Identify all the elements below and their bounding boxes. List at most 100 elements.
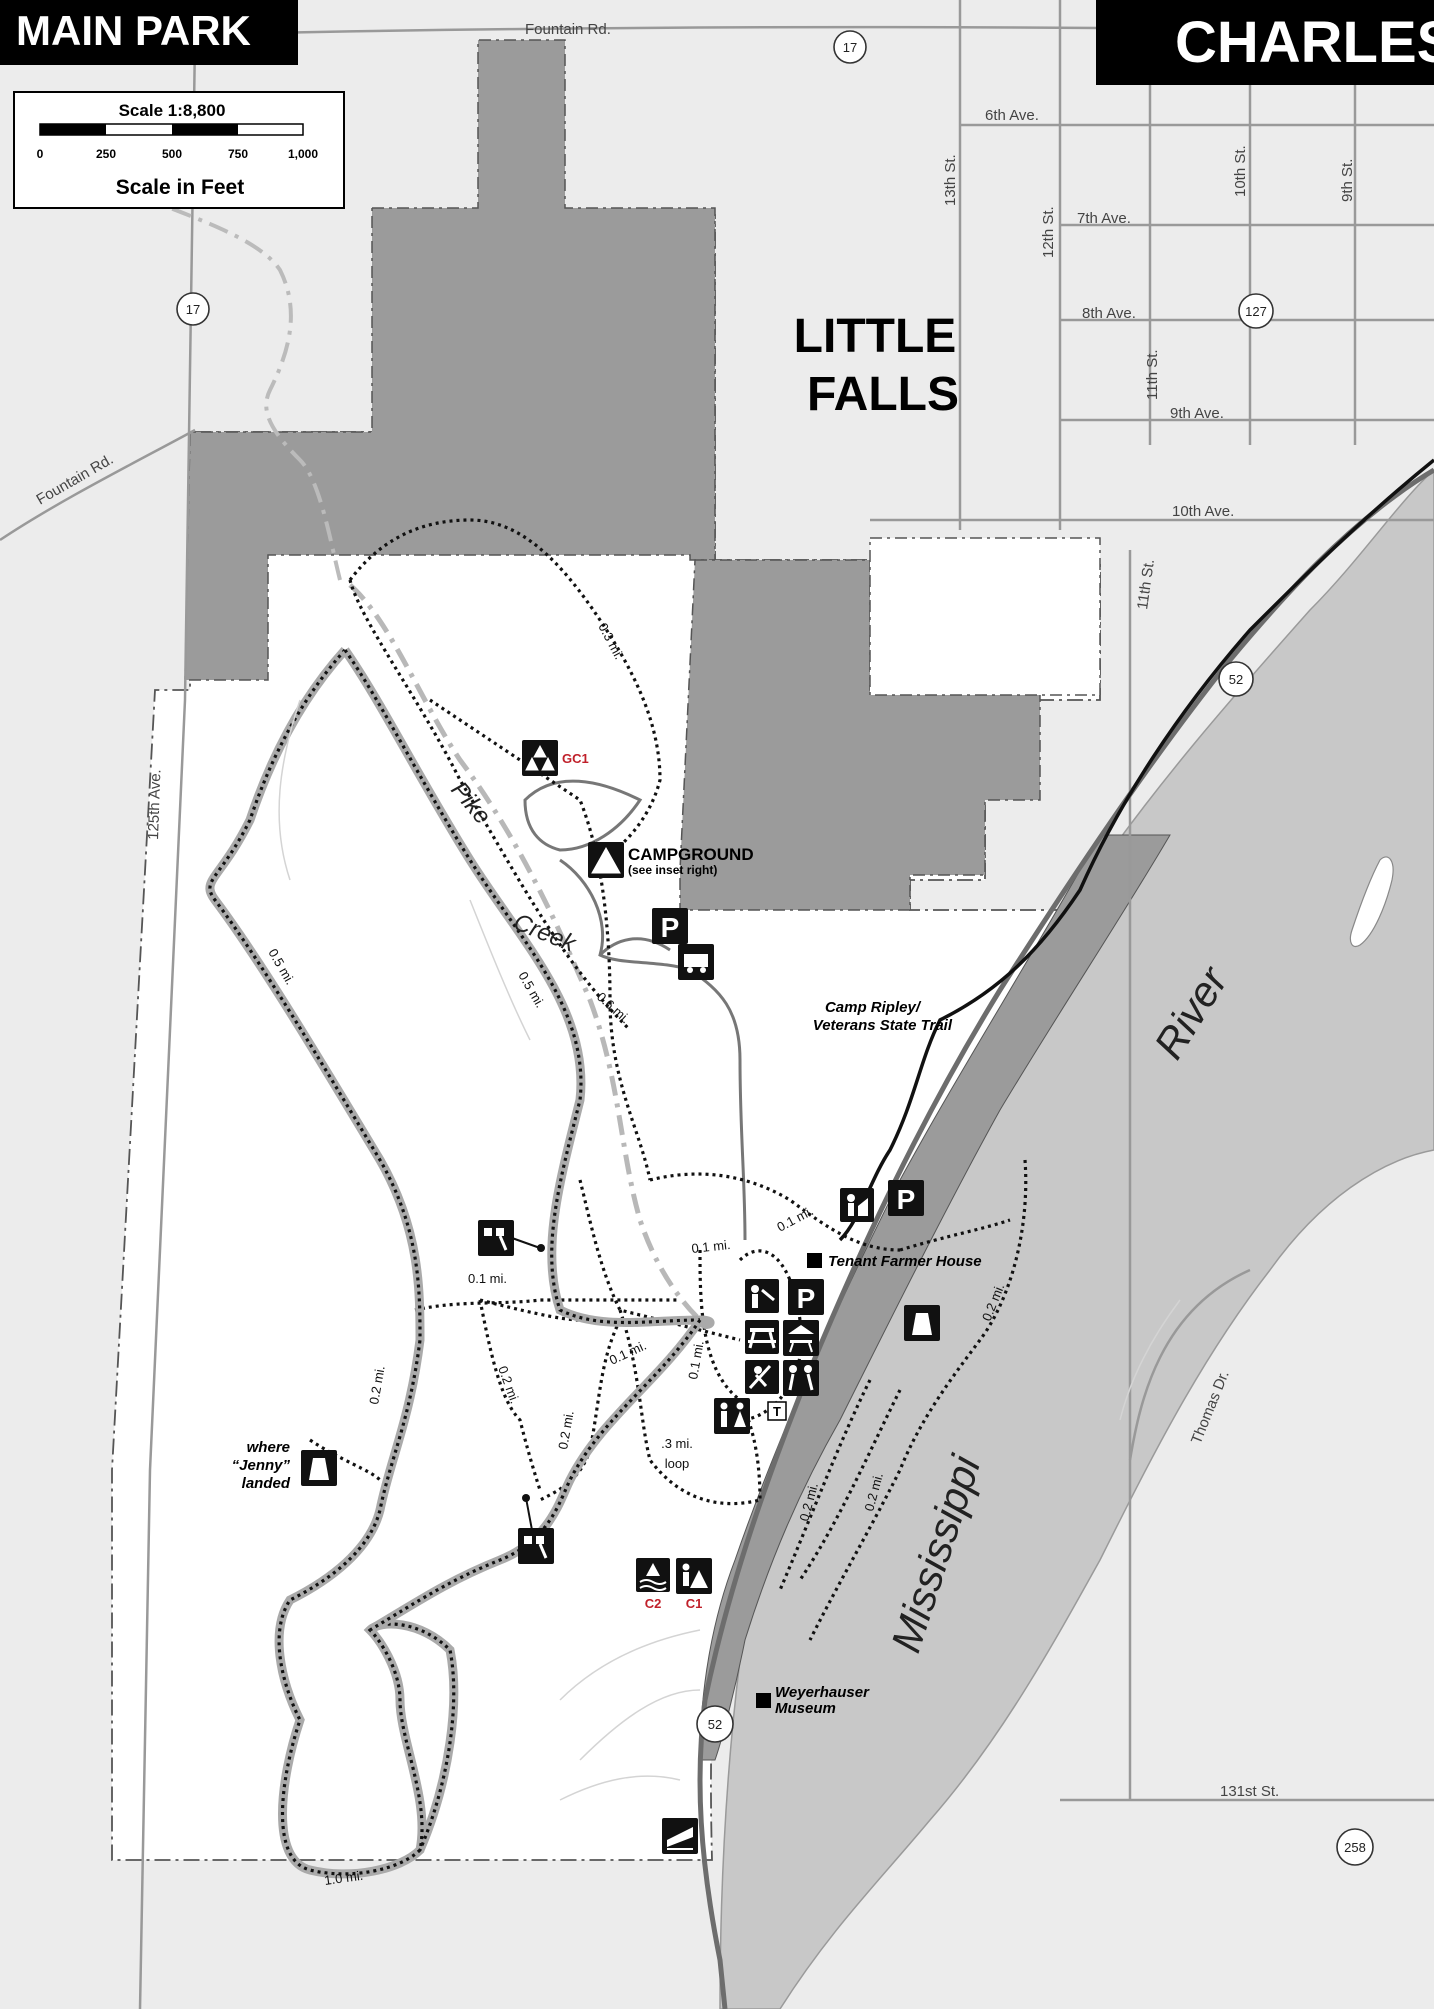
jenny-label-3: landed xyxy=(242,1475,291,1492)
scale-units: Scale in Feet xyxy=(116,176,244,199)
parking-icon: P xyxy=(652,908,688,944)
jenny-label-1: where xyxy=(247,1439,290,1456)
town-name-line1: LITTLE xyxy=(794,310,957,363)
museum-marker xyxy=(756,1693,771,1708)
street-fountain-top: Fountain Rd. xyxy=(525,21,611,38)
museum-label-1: Weyerhauser xyxy=(775,1684,870,1701)
street-6th-ave: 6th Ave. xyxy=(985,107,1039,124)
jenny-label-2: “Jenny” xyxy=(232,1457,291,1474)
street-8th-ave: 8th Ave. xyxy=(1082,305,1136,322)
interpretive-icon xyxy=(745,1279,779,1313)
svg-text:P: P xyxy=(661,912,680,943)
svg-text:52: 52 xyxy=(708,1717,722,1732)
campground-icon xyxy=(588,842,624,878)
trail-distance-12: 0.2 mi. xyxy=(555,1409,577,1450)
scale-tick-1: 250 xyxy=(96,147,116,161)
picnic-shelter-icon xyxy=(783,1320,819,1356)
highway-shield-52-top: 52 xyxy=(1218,661,1254,697)
trail-distance-8: 0.2 mi. xyxy=(366,1364,388,1405)
trail-distance-16: 1.0 mi. xyxy=(323,1868,364,1888)
street-9th-st: 9th St. xyxy=(1339,159,1356,202)
svg-text:P: P xyxy=(797,1283,816,1314)
overlook-icon xyxy=(478,1220,514,1256)
svg-text:258: 258 xyxy=(1344,1840,1366,1855)
historic-site-icon xyxy=(840,1188,874,1222)
highway-shield-17-left: 17 xyxy=(176,292,210,326)
campground-label: CAMPGROUND xyxy=(628,845,754,864)
street-10th-st: 10th St. xyxy=(1232,145,1249,197)
highway-shield-127: 127 xyxy=(1238,293,1274,329)
canoe-camp-icon xyxy=(636,1558,670,1592)
pike-creek xyxy=(348,583,702,1322)
parcel-cutout xyxy=(869,537,1101,696)
monument-icon xyxy=(301,1450,337,1486)
trail-distance-11: 0.1 mi. xyxy=(685,1339,707,1380)
river-island xyxy=(1349,856,1394,948)
town-name-line2: FALLS xyxy=(807,368,959,421)
boat-launch-icon xyxy=(662,1818,698,1854)
playground-icon xyxy=(745,1360,779,1394)
street-12th-st: 12th St. xyxy=(1040,206,1057,258)
svg-text:17: 17 xyxy=(843,40,857,55)
gc1-label: GC1 xyxy=(562,751,589,766)
tenant-house-marker xyxy=(807,1253,822,1268)
state-trail-label-1: Camp Ripley/ xyxy=(825,999,922,1016)
c1-label: C1 xyxy=(686,1596,703,1611)
header-left-title: MAIN PARK xyxy=(16,7,251,54)
trail-distance-7: 0.1 mi. xyxy=(468,1271,507,1286)
monument-icon xyxy=(904,1305,940,1341)
street-7th-ave: 7th Ave. xyxy=(1077,210,1131,227)
museum-label-2: Museum xyxy=(775,1700,836,1717)
loop-distance: .3 mi. xyxy=(661,1436,693,1451)
svg-text:52: 52 xyxy=(1229,672,1243,687)
scale-tick-3: 750 xyxy=(228,147,248,161)
overlook-point-south xyxy=(522,1494,530,1502)
scale-bar: Scale 1:8,800 0 250 500 750 1,000 Scale … xyxy=(13,91,345,209)
scale-title: Scale 1:8,800 xyxy=(119,101,226,120)
svg-text:P: P xyxy=(897,1184,916,1215)
state-trail xyxy=(838,458,1434,1242)
svg-text:127: 127 xyxy=(1245,304,1267,319)
street-10th-ave: 10th Ave. xyxy=(1172,503,1234,520)
main-loop-trail xyxy=(205,646,715,1879)
scale-tick-2: 500 xyxy=(162,147,182,161)
header-right-bar xyxy=(1096,0,1434,85)
toilets-icon xyxy=(714,1398,750,1434)
state-trail-label-2: Veterans State Trail xyxy=(813,1017,953,1034)
overlook-pointer-south xyxy=(525,1497,533,1531)
picnic-area-icon xyxy=(745,1320,779,1354)
highway-shield-52-bottom: 52 xyxy=(696,1705,734,1743)
street-11th-st-north: 11th St. xyxy=(1144,349,1161,400)
tenant-house-label: Tenant Farmer House xyxy=(828,1253,982,1270)
contour-lines xyxy=(278,699,1181,1801)
highway-shield-17-top: 17 xyxy=(833,30,867,64)
c2-label: C2 xyxy=(645,1596,662,1611)
street-125th-ave: 125th Ave. xyxy=(145,769,164,840)
trail-center-marker: T xyxy=(767,1401,787,1421)
overlook-pointer-north xyxy=(511,1237,541,1249)
street-11th-st-south: 11th St. xyxy=(1134,558,1158,610)
loop-label: loop xyxy=(665,1456,690,1471)
svg-text:T: T xyxy=(773,1404,781,1419)
parking-icon: P xyxy=(788,1279,824,1315)
backpack-camp-icon xyxy=(676,1558,712,1594)
scale-tick-4: 1,000 xyxy=(288,147,318,161)
trail-distance-6: 0.1 mi. xyxy=(691,1237,731,1256)
scale-tick-0: 0 xyxy=(37,147,44,161)
campground-sublabel: (see inset right) xyxy=(628,863,717,877)
street-131st-st: 131st St. xyxy=(1220,1783,1279,1800)
highway-shield-258: 258 xyxy=(1336,1828,1374,1866)
creek-upper xyxy=(19,118,342,581)
parking-icon: P xyxy=(888,1180,924,1216)
street-9th-ave: 9th Ave. xyxy=(1170,405,1224,422)
rv-icon xyxy=(678,944,714,980)
street-13th-st: 13th St. xyxy=(942,154,959,206)
header-right-title: CHARLES xyxy=(1175,10,1434,75)
group-camp-icon xyxy=(522,740,558,776)
playground-icon xyxy=(783,1360,819,1396)
overlook-icon xyxy=(518,1528,554,1564)
overlook-point-north xyxy=(537,1244,545,1252)
svg-text:17: 17 xyxy=(186,302,200,317)
header-left-bar xyxy=(0,0,298,65)
